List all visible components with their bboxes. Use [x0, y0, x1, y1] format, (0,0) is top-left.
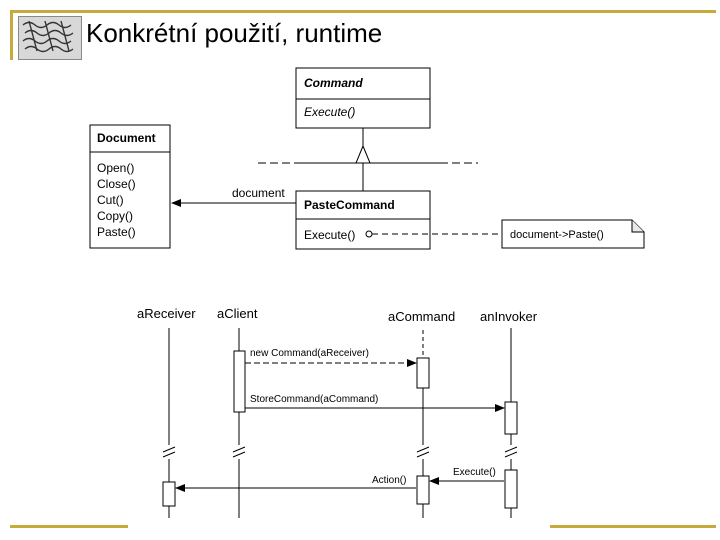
inheritance-triangle	[355, 144, 371, 164]
slide-title: Konkrétní použití, runtime	[86, 18, 383, 48]
logo-pattern-icon	[22, 20, 74, 53]
lifeline-label-aclient: aClient	[217, 306, 258, 321]
inheritance-relation	[258, 128, 478, 191]
command-class-box	[295, 67, 431, 129]
message-store-label: StoreCommand(aCommand)	[250, 394, 378, 405]
paste-command-class: PasteCommand Execute()	[295, 190, 431, 250]
message-action-label: Action()	[372, 475, 406, 486]
command-class-name: Command	[304, 76, 363, 90]
command-class: Command Execute()	[295, 67, 431, 129]
title-accent-horizontal	[10, 10, 716, 13]
note-fold-icon	[631, 220, 644, 233]
association-label: document	[232, 186, 285, 200]
activation-acommand-create	[416, 357, 430, 389]
implementation-note: document->Paste()	[365, 219, 645, 249]
message-create-label: new Command(aReceiver)	[250, 348, 369, 359]
lifeline-break-icon	[162, 446, 176, 458]
lifeline-label-areceiver: aReceiver	[137, 306, 196, 321]
footer-accent-gap	[128, 523, 550, 530]
activation-areceiver	[162, 481, 176, 507]
lifeline-break-icon	[416, 446, 430, 458]
document-class: Document Open() Close() Cut() Copy() Pas…	[89, 124, 171, 249]
lifeline-break-icon	[232, 446, 246, 458]
class-diagram: Command Execute() Document Open() Close(…	[89, 67, 645, 250]
lifeline-break-icon	[504, 446, 518, 458]
message-store-command: StoreCommand(aCommand)	[245, 394, 505, 412]
message-execute: Execute()	[429, 467, 504, 485]
document-class-box	[89, 124, 171, 249]
document-operation: Close()	[97, 177, 136, 191]
document-operation: Cut()	[97, 193, 124, 207]
sequence-diagram: aReceiver aClient aCommand anInvoker	[137, 306, 538, 518]
logo-image	[18, 16, 82, 60]
activation-aninvoker-execute	[504, 469, 518, 509]
message-action: Action()	[175, 475, 416, 492]
activation-acommand-execute	[416, 475, 430, 505]
document-association: document	[171, 186, 296, 207]
document-operation: Paste()	[97, 225, 136, 239]
command-class-operation: Execute()	[304, 105, 355, 119]
message-create-command: new Command(aReceiver)	[245, 348, 417, 367]
lifeline-label-acommand: aCommand	[388, 309, 455, 324]
document-operation: Open()	[97, 161, 134, 175]
note-box	[501, 219, 645, 249]
activation-aclient	[233, 350, 246, 413]
message-execute-label: Execute()	[453, 467, 496, 478]
activation-aninvoker-store	[504, 401, 518, 435]
title-accent-vertical	[10, 10, 13, 60]
note-text: document->Paste()	[510, 229, 604, 241]
document-class-name: Document	[97, 131, 156, 145]
paste-command-class-operation: Execute()	[304, 228, 355, 242]
note-anchor-circle	[365, 230, 373, 238]
paste-command-class-name: PasteCommand	[304, 198, 395, 212]
paste-command-class-box	[295, 190, 431, 250]
document-operation: Copy()	[97, 209, 133, 223]
lifeline-label-aninvoker: anInvoker	[480, 309, 538, 324]
